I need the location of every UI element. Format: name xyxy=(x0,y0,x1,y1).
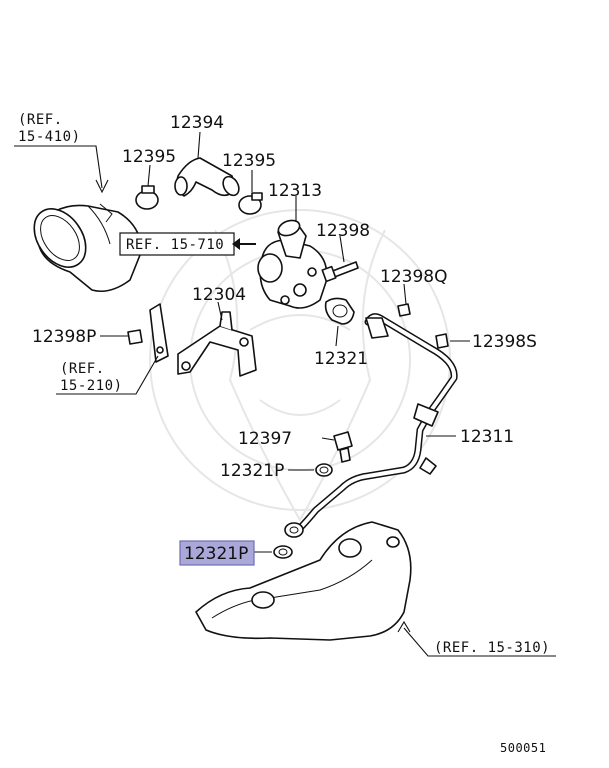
label-12397: 12397 xyxy=(238,429,292,449)
bolt-12398p xyxy=(100,329,143,345)
gasket-12321p-upper xyxy=(288,463,333,477)
label-12321: 12321 xyxy=(314,349,368,369)
label-12321p-lower: 12321P xyxy=(184,544,248,564)
ref-15-710-box xyxy=(119,232,256,256)
ref-15-410-line1: (REF. xyxy=(18,112,63,128)
union-bolt-12397 xyxy=(321,431,353,463)
diagram-code: 500051 xyxy=(500,741,546,755)
label-12321p-upper: 12321P xyxy=(220,461,284,481)
label-12304: 12304 xyxy=(192,285,246,305)
ref-15-310-label: (REF. 15-310) xyxy=(434,640,550,656)
label-12394: 12394 xyxy=(170,113,224,133)
label-12395-right: 12395 xyxy=(222,151,276,171)
gasket-12321 xyxy=(324,297,355,347)
hose-12394 xyxy=(174,131,240,197)
ref-15-710-label: REF. 15-710 xyxy=(126,237,224,253)
bolt-12398q xyxy=(397,283,411,317)
bracket-12304 xyxy=(177,301,257,377)
exhaust-manifold-ref-15-310 xyxy=(195,521,556,657)
ref-15-210-line2: 15-210) xyxy=(60,378,123,394)
label-12398p: 12398P xyxy=(32,327,96,347)
label-12398s: 12398S xyxy=(472,332,537,352)
label-12398q: 12398Q xyxy=(380,267,447,287)
intake-pipe-ref-15-410 xyxy=(14,145,143,293)
gasket-12321p-lower xyxy=(254,545,293,559)
label-12311: 12311 xyxy=(460,427,514,447)
bolt-12398s xyxy=(435,333,470,349)
air-valve-12313 xyxy=(257,196,328,309)
bolt-12398 xyxy=(321,235,359,283)
hose-clamp-12395-right xyxy=(238,170,263,215)
plate-ref-15-210 xyxy=(56,303,169,395)
ref-15-210-line1: (REF. xyxy=(60,361,105,377)
label-12395-left: 12395 xyxy=(122,147,176,167)
pipe-12311 xyxy=(284,313,458,538)
hose-clamp-12395-left xyxy=(135,164,159,210)
highlight-12321p xyxy=(179,540,255,566)
label-12398: 12398 xyxy=(316,221,370,241)
label-12313: 12313 xyxy=(268,181,322,201)
ref-15-410-line2: 15-410) xyxy=(18,129,81,145)
